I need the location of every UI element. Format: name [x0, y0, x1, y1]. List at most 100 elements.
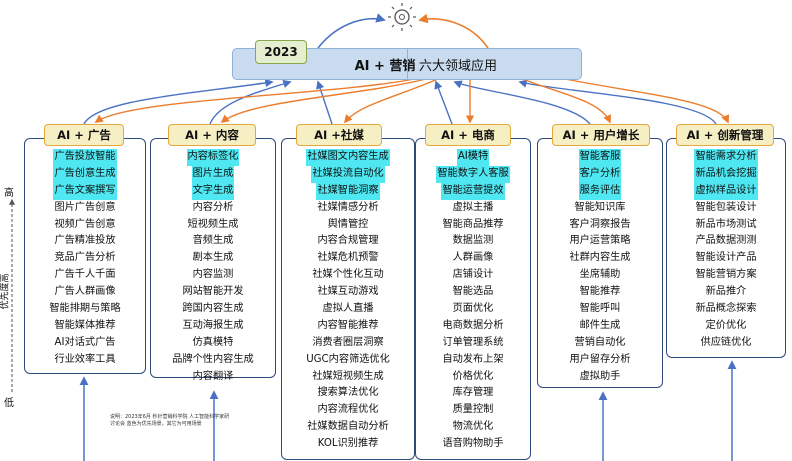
list-item: 客户分析	[578, 165, 622, 183]
list-item: 文字生成	[191, 182, 235, 200]
year-badge: 2023	[255, 40, 307, 64]
list-item: UGC内容筛选优化	[306, 353, 390, 365]
arrow-ecom-up	[434, 80, 453, 125]
list-item: 音频生成	[192, 235, 234, 247]
arrow-social-up	[316, 80, 333, 125]
col-social-items: 社媒图文内容生成社媒投流自动化社媒智能洞察社媒情感分析舆情管控内容合规管理社媒危…	[282, 149, 414, 453]
col-growth-header: AI + 用户增长	[552, 124, 650, 146]
arrow-down-innov	[559, 77, 730, 124]
list-item: 社媒个性化互动	[312, 269, 384, 281]
col-growth-items: 智能客服客户分析服务评估智能知识库客户洞察报告用户运营策略社群内容生成坐席辅助智…	[538, 149, 662, 385]
col-ecom-header: AI + 电商	[425, 124, 511, 146]
list-item: 智能知识库	[574, 201, 626, 213]
list-item: 智能数字人客服	[436, 165, 510, 183]
arrow-down-social	[343, 77, 441, 124]
list-item: 内容智能推荐	[317, 319, 379, 331]
list-item: 广告千人千面	[54, 269, 116, 281]
list-item: 用户留存分析	[569, 353, 631, 365]
list-item: 网站智能开发	[182, 286, 244, 298]
list-item: 互动海报生成	[182, 319, 244, 331]
list-item: 图片广告创意	[54, 201, 116, 213]
list-item: 内容合规管理	[317, 235, 379, 247]
list-item: 新品推介	[705, 286, 747, 298]
list-item: 产品数据测测	[695, 235, 757, 247]
lightbulb-icon	[388, 3, 416, 31]
arrow-to-idea-orange	[418, 13, 489, 49]
col-ecom: AI模特智能数字人客服智能运营提效虚拟主播智能商品推荐数据监测人群画像店铺设计智…	[415, 138, 531, 460]
arrow-to-idea-blue	[317, 13, 386, 49]
list-item: 社媒短视频生成	[312, 370, 384, 382]
axis-priority-label: 优先度高	[0, 273, 11, 310]
list-item: 物流优化	[452, 421, 494, 433]
col-content: 内容标签化图片生成文字生成内容分析短视频生成音频生成剧本生成内容监测网站智能开发…	[150, 138, 276, 382]
col-innov-header: AI + 创新管理	[676, 124, 774, 146]
list-item: 新品机会挖掘	[694, 165, 758, 183]
list-item: 智能包装设计	[695, 201, 757, 213]
list-item: 定价优化	[705, 319, 747, 331]
axis-low-label: 低	[4, 398, 14, 409]
list-item: 客户洞察报告	[569, 218, 631, 230]
list-item: 搜索算法优化	[317, 387, 379, 399]
list-item: 舆情管控	[327, 218, 369, 230]
col-ad: 广告投放智能广告创意生成广告文案撰写图片广告创意视频广告创意广告精准投放竞品广告…	[24, 138, 146, 374]
list-item: 智能需求分析	[694, 149, 758, 166]
list-item: 社媒情感分析	[317, 201, 379, 213]
arrow-down-ad	[94, 77, 421, 123]
list-item: 邮件生成	[579, 319, 621, 331]
col-ecom-items: AI模特智能数字人客服智能运营提效虚拟主播智能商品推荐数据监测人群画像店铺设计智…	[416, 149, 530, 453]
list-item: 数据监测	[452, 235, 494, 247]
list-item: 剧本生成	[192, 252, 234, 264]
list-item: 坐席辅助	[579, 269, 621, 281]
list-item: 竞品广告分析	[54, 252, 116, 264]
col-ad-header: AI + 广告	[44, 124, 124, 146]
arrow-down-content	[220, 77, 431, 124]
list-item: 智能营销方案	[695, 269, 757, 281]
list-item: 消费者圈层洞察	[312, 336, 384, 348]
banner-title: AI + 营销	[354, 59, 416, 74]
list-item: 虚拟主播	[452, 201, 494, 213]
list-item: 页面优化	[452, 303, 494, 315]
list-item: 质量控制	[452, 404, 494, 416]
list-item: 社媒数据自动分析	[307, 421, 389, 433]
list-item: 内容监测	[192, 269, 234, 281]
arrow-content-up	[209, 79, 292, 125]
list-item: 社媒图文内容生成	[306, 149, 390, 166]
col-growth: 智能客服客户分析服务评估智能知识库客户洞察报告用户运营策略社群内容生成坐席辅助智…	[537, 138, 663, 388]
list-item: 虚拟助手	[579, 370, 621, 382]
list-item: 智能媒体推荐	[54, 319, 116, 331]
list-item: 内容流程优化	[317, 404, 379, 416]
list-item: 自动发布上架	[442, 353, 504, 365]
list-item: 广告投放智能	[53, 149, 117, 166]
list-item: 社媒互动游戏	[317, 286, 379, 298]
list-item: 店铺设计	[452, 269, 494, 281]
list-item: 社群内容生成	[569, 252, 631, 264]
list-item: 人群画像	[452, 252, 494, 264]
list-item: 智能商品推荐	[442, 218, 504, 230]
arrow-down-growth	[519, 77, 612, 124]
col-social: 社媒图文内容生成社媒投流自动化社媒智能洞察社媒情感分析舆情管控内容合规管理社媒危…	[281, 138, 415, 460]
ai-marketing-banner: 2023 AI + 营销 六大领域应用	[232, 40, 582, 80]
list-item: AI对话式广告	[54, 336, 116, 348]
list-item: 虚拟人直播	[322, 303, 374, 315]
list-item: 语音购物助手	[442, 438, 504, 450]
banner-subtitle: 六大领域应用	[419, 59, 498, 74]
list-item: 供应链优化	[700, 336, 752, 348]
list-item: 社媒危机预警	[317, 252, 379, 264]
list-item: 广告创意生成	[53, 165, 117, 183]
list-item: 智能选品	[452, 286, 494, 298]
arrow-growth-up	[453, 80, 591, 125]
list-item: 营销自动化	[574, 336, 626, 348]
list-item: 内容标签化	[186, 149, 240, 166]
col-innov: 智能需求分析新品机会挖掘虚拟样品设计智能包装设计新品市场测试产品数据测测智能设计…	[666, 138, 786, 358]
arrow-innov-up	[518, 79, 717, 125]
footnote: 说明：2023年6月 秒针营销科学院 人工智能科学家研讨论会 蓝色为优先场景，其…	[110, 414, 230, 427]
col-innov-items: 智能需求分析新品机会挖掘虚拟样品设计智能包装设计新品市场测试产品数据测测智能设计…	[667, 149, 785, 352]
col-ad-items: 广告投放智能广告创意生成广告文案撰写图片广告创意视频广告创意广告精准投放竞品广告…	[25, 149, 145, 369]
list-item: 仿真模特	[192, 336, 234, 348]
list-item: 智能呼叫	[579, 303, 621, 315]
list-item: 内容分析	[192, 201, 234, 213]
list-item: 视频广告创意	[54, 218, 116, 230]
list-item: 服务评估	[578, 182, 622, 200]
list-item: AI模特	[456, 149, 490, 166]
list-item: 新品市场测试	[695, 218, 757, 230]
